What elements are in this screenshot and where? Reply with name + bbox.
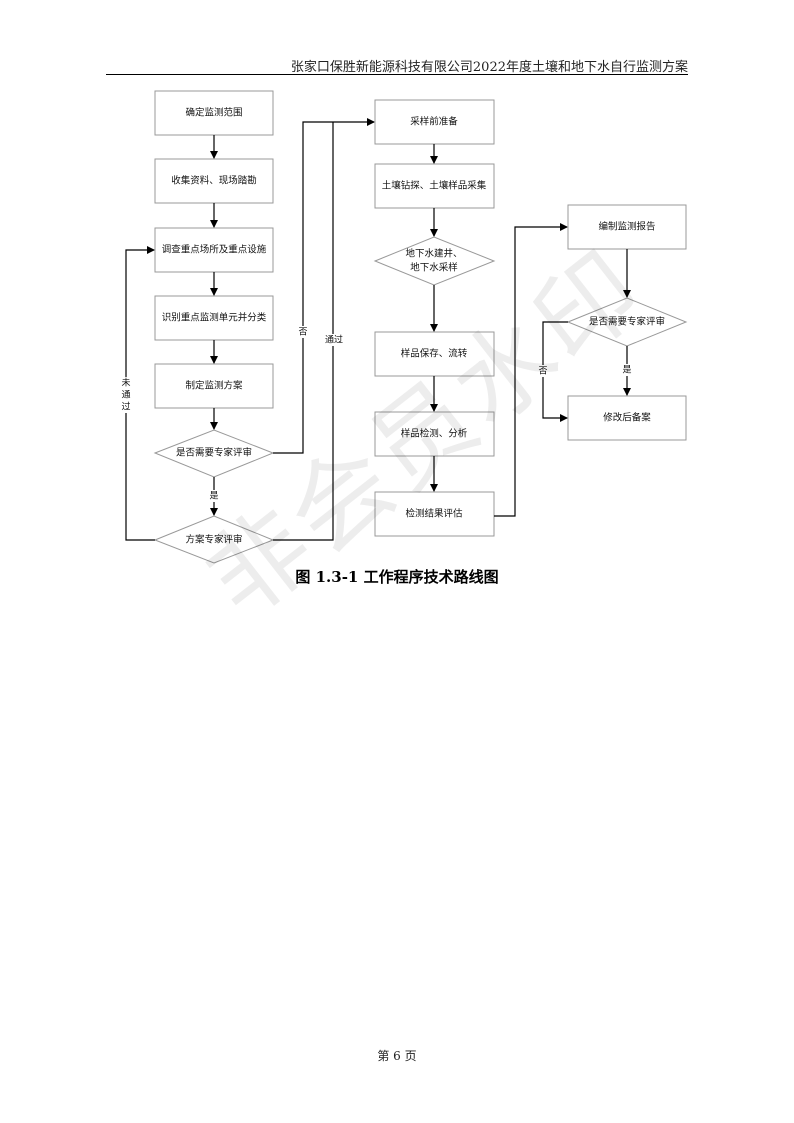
svg-text:检测结果评估: 检测结果评估 [405, 508, 463, 520]
label-pass: 通过 [325, 334, 343, 346]
mid-step-prepare: 采样前准备 [374, 99, 495, 145]
left-decision-review: 是否需要专家评审 [153, 429, 275, 478]
svg-text:地下水建井、: 地下水建井、 [405, 248, 462, 260]
left-step-4: 识别重点监测单元并分类 [154, 295, 274, 341]
label-fail-1: 未 [121, 377, 130, 389]
right-step-report: 编制监测报告 [567, 204, 687, 250]
right-decision-review: 是否需要专家评审 [566, 297, 688, 347]
svg-text:修改后备案: 修改后备案 [603, 412, 651, 424]
svg-text:地下水采样: 地下水采样 [410, 262, 458, 274]
svg-text:土壤钻探、土壤样品采集: 土壤钻探、土壤样品采集 [382, 180, 487, 192]
svg-text:是否需要专家评审: 是否需要专家评审 [589, 316, 665, 328]
label-no: 否 [298, 327, 307, 338]
left-step-3: 调查重点场所及重点设施 [154, 227, 274, 273]
mid-step-soil: 土壤钻探、土壤样品采集 [374, 163, 495, 209]
svg-text:调查重点场所及重点设施: 调查重点场所及重点设施 [162, 244, 267, 256]
svg-text:采样前准备: 采样前准备 [410, 116, 458, 128]
mid-step-storage: 样品保存、流转 [374, 331, 495, 377]
svg-text:样品保存、流转: 样品保存、流转 [401, 348, 468, 360]
page-header: 张家口保胜新能源科技有限公司2022年度土壤和地下水自行监测方案 [290, 60, 688, 75]
svg-text:方案专家评审: 方案专家评审 [185, 534, 242, 546]
svg-text:制定监测方案: 制定监测方案 [185, 380, 243, 392]
svg-text:收集资料、现场踏勘: 收集资料、现场踏勘 [171, 175, 257, 187]
svg-text:是否需要专家评审: 是否需要专家评审 [176, 447, 252, 459]
svg-text:识别重点监测单元并分类: 识别重点监测单元并分类 [162, 312, 267, 324]
svg-text:编制监测报告: 编制监测报告 [598, 221, 655, 233]
svg-text:确定监测范围: 确定监测范围 [185, 107, 242, 119]
right-label-yes: 是 [622, 365, 631, 376]
svg-text:样品检测、分析: 样品检测、分析 [401, 428, 468, 440]
header-rule [106, 74, 688, 75]
left-step-1: 确定监测范围 [154, 90, 274, 136]
left-step-2: 收集资料、现场踏勘 [154, 158, 274, 204]
mid-step-evaluate: 检测结果评估 [374, 491, 495, 537]
label-yes: 是 [209, 491, 218, 502]
label-fail-3: 过 [121, 401, 130, 413]
mid-decision-groundwater: 地下水建井、地下水采样 [373, 236, 496, 286]
left-step-5: 制定监测方案 [154, 363, 274, 409]
label-fail-2: 通 [121, 390, 130, 401]
figure-caption: 图 1.3-1 工作程序技术路线图 [295, 568, 499, 586]
right-step-file: 修改后备案 [567, 395, 687, 441]
right-label-no: 否 [538, 366, 547, 377]
page-number: 第 6 页 [377, 1049, 417, 1063]
